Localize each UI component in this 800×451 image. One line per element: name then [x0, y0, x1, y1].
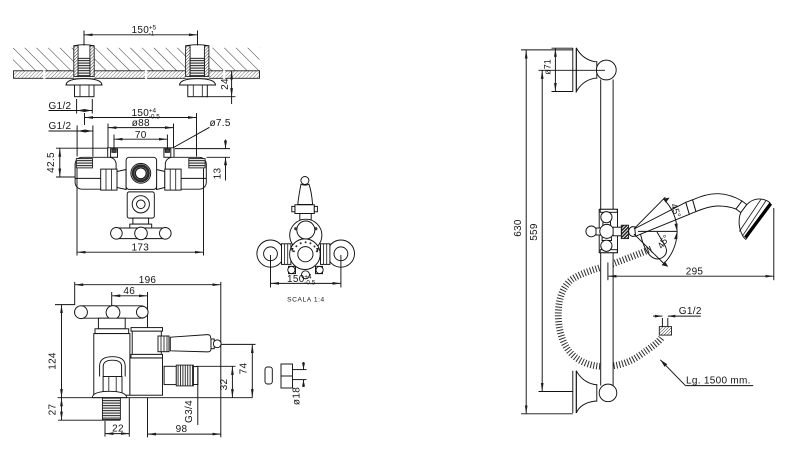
svg-text:22: 22 [112, 424, 124, 435]
svg-text:G1/2: G1/2 [49, 121, 72, 132]
svg-text:150: 150 [132, 25, 150, 36]
svg-text:32: 32 [219, 379, 230, 391]
svg-text:74: 74 [239, 363, 250, 375]
svg-text:-0.5: -0.5 [304, 279, 315, 286]
svg-text:196: 196 [139, 275, 157, 286]
svg-text:+5: +5 [149, 25, 157, 32]
svg-text:295: 295 [686, 267, 704, 278]
svg-text:24: 24 [220, 78, 231, 90]
svg-text:+4: +4 [304, 273, 312, 280]
svg-text:G1/2: G1/2 [679, 306, 702, 317]
svg-text:124: 124 [48, 352, 59, 370]
svg-text:150: 150 [132, 108, 150, 119]
svg-text:98: 98 [176, 424, 188, 435]
svg-text:45°: 45° [669, 202, 683, 219]
svg-text:ø88: ø88 [132, 118, 150, 129]
svg-text:G3/4: G3/4 [184, 400, 195, 423]
svg-text:46: 46 [123, 286, 135, 297]
svg-text:150: 150 [287, 274, 305, 285]
svg-text:70: 70 [135, 130, 147, 141]
svg-text:Lg. 1500 mm.: Lg. 1500 mm. [686, 376, 751, 387]
svg-text:-1: -1 [149, 30, 155, 37]
svg-text:13: 13 [213, 168, 224, 180]
svg-text:ø7.5: ø7.5 [210, 118, 231, 129]
svg-text:G1/2: G1/2 [49, 101, 72, 112]
svg-text:42.5: 42.5 [46, 152, 57, 173]
svg-text:SCALA 1:4: SCALA 1:4 [287, 297, 325, 304]
svg-text:559: 559 [529, 223, 540, 241]
svg-text:ø71: ø71 [543, 59, 553, 75]
svg-text:ø18: ø18 [292, 387, 303, 405]
svg-text:630: 630 [513, 219, 524, 237]
svg-text:27: 27 [48, 404, 59, 416]
svg-text:-0.5: -0.5 [149, 113, 160, 120]
svg-text:+4: +4 [149, 107, 157, 114]
svg-text:173: 173 [132, 243, 150, 254]
